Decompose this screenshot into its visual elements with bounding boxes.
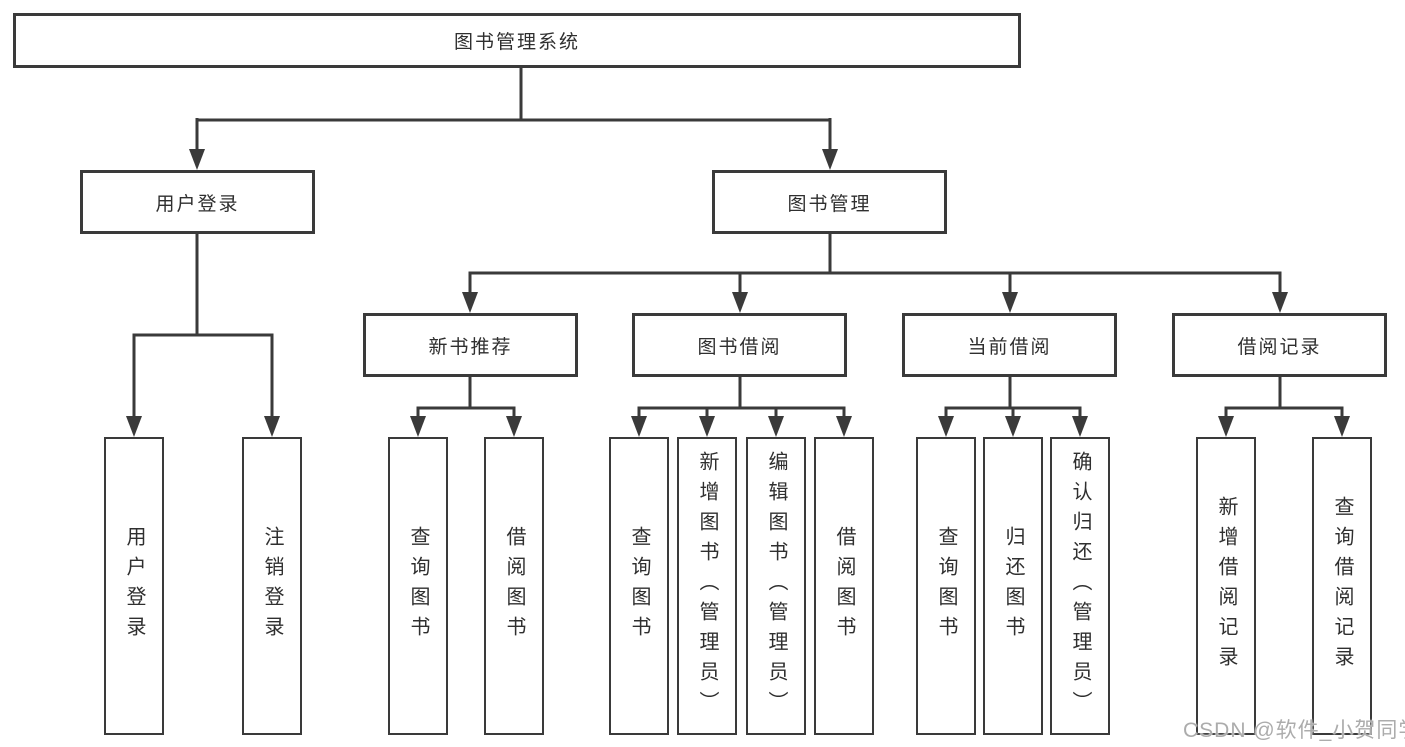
- node-label: 查询图书: [628, 526, 650, 646]
- node-label: 查询借阅记录: [1331, 496, 1353, 676]
- leaf-edit-book-admin: 编辑图书（管理员）: [746, 437, 806, 735]
- leaf-add-book-admin: 新增图书（管理员）: [677, 437, 737, 735]
- arrowhead-down-icon: [1002, 292, 1018, 313]
- node-label: 图书管理系统: [453, 32, 580, 53]
- leaf-confirm-return-admin: 确认归还（管理员）: [1050, 437, 1110, 735]
- node-label: 借阅图书: [833, 526, 855, 646]
- node-borrowing-records: 借阅记录: [1172, 313, 1387, 377]
- arrowhead-down-icon: [836, 416, 852, 437]
- watermark: CSDN @软件_小贺同学: [1183, 719, 1405, 742]
- node-label: 图书管理: [787, 193, 872, 215]
- arrowhead-down-icon: [822, 149, 838, 170]
- node-library-management-system: 图书管理系统: [13, 13, 1021, 68]
- arrowhead-down-icon: [1272, 292, 1288, 313]
- leaf-borrow-books-borrowing: 借阅图书: [814, 437, 874, 735]
- node-book-management: 图书管理: [712, 170, 947, 234]
- node-label: 归还图书: [1002, 526, 1024, 646]
- connector-borrowing-records-to-leaves: [1224, 375, 1344, 419]
- node-user-login: 用户登录: [80, 170, 315, 234]
- connector-new-book-recommendation-to-leaves: [416, 375, 516, 419]
- node-label: 查询图书: [407, 526, 429, 646]
- arrowhead-down-icon: [1334, 416, 1350, 437]
- node-label: 用户登录: [123, 526, 145, 646]
- leaf-add-borrow-record: 新增借阅记录: [1196, 437, 1256, 735]
- node-label: 图书借阅: [697, 336, 782, 358]
- node-label: 当前借阅: [967, 336, 1052, 358]
- connector-user-login-to-leaves: [132, 232, 274, 419]
- leaf-query-books-current: 查询图书: [916, 437, 976, 735]
- node-label: 注销登录: [261, 526, 283, 646]
- node-label: 用户登录: [155, 193, 240, 215]
- arrowhead-down-icon: [938, 416, 954, 437]
- node-label: 编辑图书（管理员）: [765, 451, 787, 721]
- node-new-book-recommendation: 新书推荐: [363, 313, 578, 377]
- arrowhead-down-icon: [631, 416, 647, 437]
- connector-book-borrowing-to-leaves: [637, 375, 846, 419]
- arrowhead-down-icon: [264, 416, 280, 437]
- connector-book-management-to-level3: [468, 232, 1282, 295]
- arrowhead-down-icon: [410, 416, 426, 437]
- node-current-borrowing: 当前借阅: [902, 313, 1117, 377]
- node-book-borrowing: 图书借阅: [632, 313, 847, 377]
- connector-current-borrowing-to-leaves: [944, 375, 1082, 419]
- connector-root-to-level2: [195, 66, 832, 152]
- leaf-logout: 注销登录: [242, 437, 302, 735]
- arrowhead-down-icon: [462, 292, 478, 313]
- node-label: 查询图书: [935, 526, 957, 646]
- arrowhead-down-icon: [699, 416, 715, 437]
- arrowhead-down-icon: [768, 416, 784, 437]
- node-label: 借阅记录: [1237, 336, 1322, 358]
- node-label: 确认归还（管理员）: [1069, 451, 1091, 721]
- node-label: 新增借阅记录: [1215, 496, 1237, 676]
- leaf-query-borrow-record: 查询借阅记录: [1312, 437, 1372, 735]
- node-label: 新增图书（管理员）: [696, 451, 718, 721]
- node-label: 借阅图书: [503, 526, 525, 646]
- arrowhead-down-icon: [732, 292, 748, 313]
- leaf-return-books: 归还图书: [983, 437, 1043, 735]
- arrowhead-down-icon: [506, 416, 522, 437]
- arrowhead-down-icon: [189, 149, 205, 170]
- leaf-query-books-recommend: 查询图书: [388, 437, 448, 735]
- arrowhead-down-icon: [1218, 416, 1234, 437]
- leaf-user-login: 用户登录: [104, 437, 164, 735]
- leaf-borrow-books-recommend: 借阅图书: [484, 437, 544, 735]
- arrowhead-down-icon: [126, 416, 142, 437]
- node-label: 新书推荐: [428, 336, 513, 358]
- arrowhead-down-icon: [1072, 416, 1088, 437]
- leaf-query-books-borrowing: 查询图书: [609, 437, 669, 735]
- arrowhead-down-icon: [1005, 416, 1021, 437]
